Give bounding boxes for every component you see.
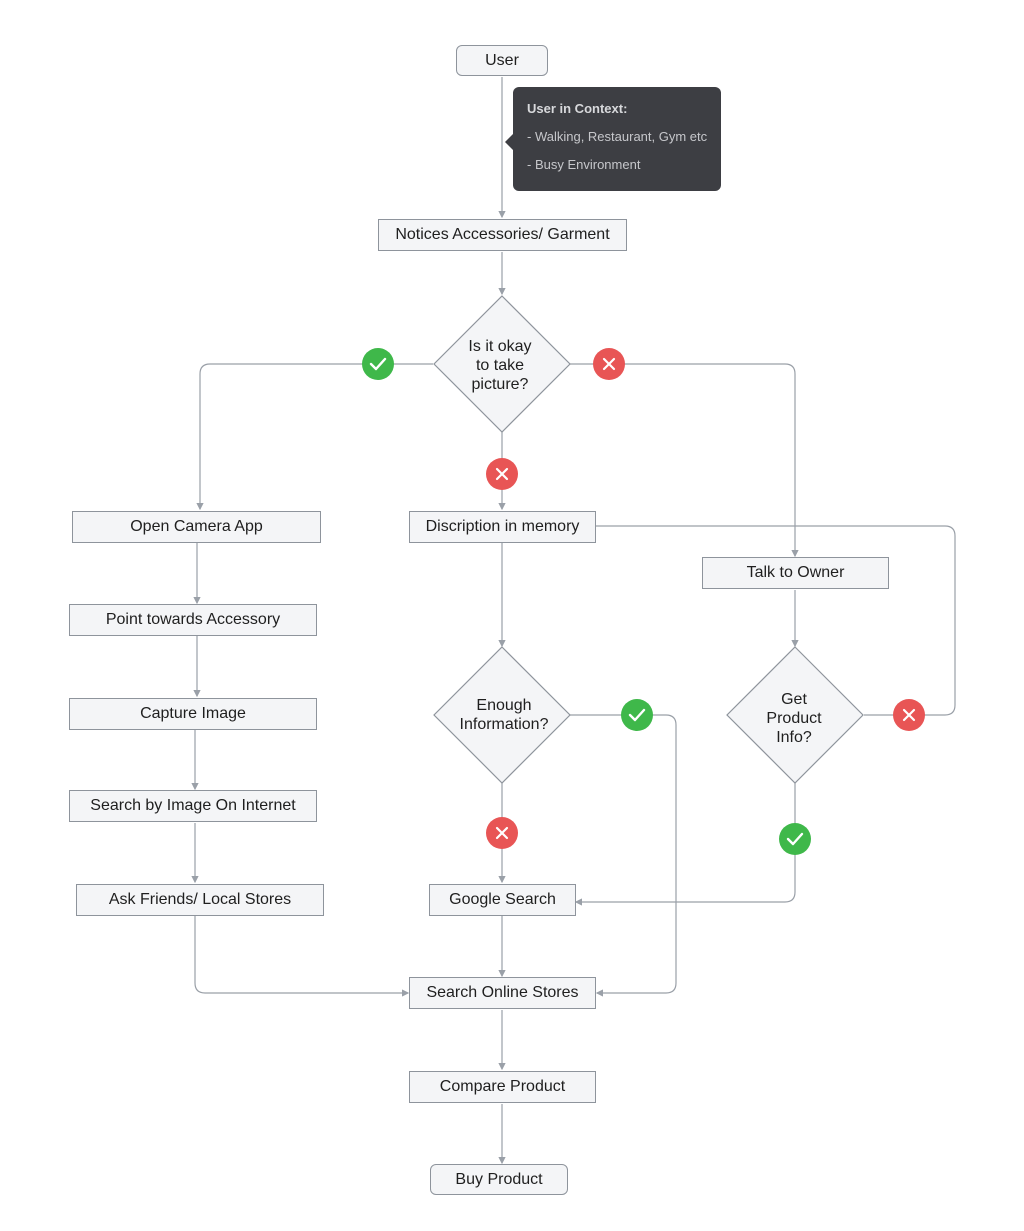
check-icon: [779, 823, 811, 855]
context-note-title: User in Context:: [527, 101, 628, 116]
connector-memory-loop: [596, 525, 956, 716]
cross-icon: [486, 458, 518, 490]
connector-decision-owner: [570, 363, 799, 558]
check-icon: [621, 699, 653, 731]
decision-product-info-shape: [726, 646, 864, 784]
node-user[interactable]: User: [456, 45, 548, 76]
connector-productinfo-google: [574, 782, 796, 906]
context-note-line: - Walking, Restaurant, Gym etc: [527, 129, 708, 144]
node-search-online[interactable]: Search Online Stores: [409, 977, 596, 1009]
decision-picture-label[interactable]: Is it okay to take picture?: [468, 337, 532, 393]
node-search-by-image[interactable]: Search by Image On Internet: [69, 790, 317, 822]
node-description-memory[interactable]: Discription in memory: [409, 511, 596, 543]
node-compare-product[interactable]: Compare Product: [409, 1071, 596, 1103]
no-markers: [486, 348, 925, 849]
node-buy-product[interactable]: Buy Product: [430, 1164, 568, 1195]
connector-enough-online: [570, 714, 677, 997]
note-pointer: [505, 134, 513, 150]
cross-icon: [893, 699, 925, 731]
decision-enough-label[interactable]: Enough Information?: [459, 697, 549, 733]
context-note-line: - Busy Environment: [527, 157, 641, 172]
cross-icon: [486, 817, 518, 849]
node-notices[interactable]: Notices Accessories/ Garment: [378, 219, 627, 251]
check-icon: [362, 348, 394, 380]
node-google-search[interactable]: Google Search: [429, 884, 576, 916]
connector-decision-camera: [196, 363, 433, 511]
node-point-towards[interactable]: Point towards Accessory: [69, 604, 317, 636]
connector-ask-online: [194, 916, 410, 997]
node-talk-owner[interactable]: Talk to Owner: [702, 557, 889, 589]
cross-icon: [593, 348, 625, 380]
node-ask-friends[interactable]: Ask Friends/ Local Stores: [76, 884, 324, 916]
node-capture-image[interactable]: Capture Image: [69, 698, 317, 730]
decision-enough-shape: [433, 646, 571, 784]
yes-markers: [362, 348, 811, 855]
decision-picture-shape: [433, 295, 571, 433]
decision-product-info-label[interactable]: Get Product Info?: [766, 690, 822, 746]
context-note: User in Context: - Walking, Restaurant, …: [513, 87, 721, 191]
node-open-camera[interactable]: Open Camera App: [72, 511, 321, 543]
